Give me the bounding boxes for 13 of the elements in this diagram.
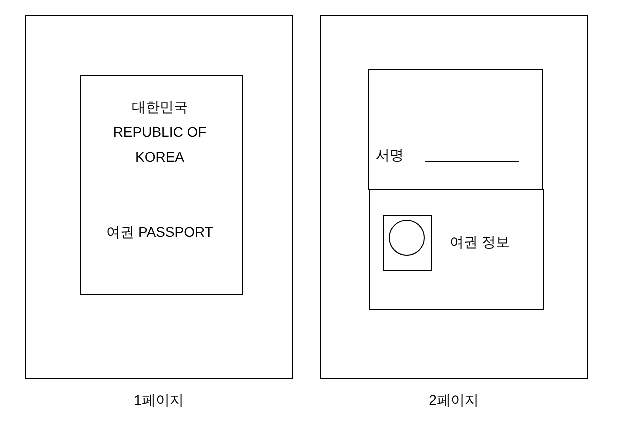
page-caption: 1페이지 [133,391,185,410]
photo-circle [389,220,425,256]
page-outline [25,15,293,379]
page-caption: 2페이지 [428,391,480,410]
signature-box [368,69,543,190]
cover-box [80,75,243,295]
info-box [369,189,544,310]
signature-label: 서명 [375,146,405,165]
photo-box [383,215,432,271]
cover-text: 대한민국 REPUBLIC OF KOREA [112,98,208,167]
page-outline [320,15,588,379]
info-label: 여권 정보 [449,233,511,252]
cover-text: 여권 PASSPORT [106,223,214,242]
